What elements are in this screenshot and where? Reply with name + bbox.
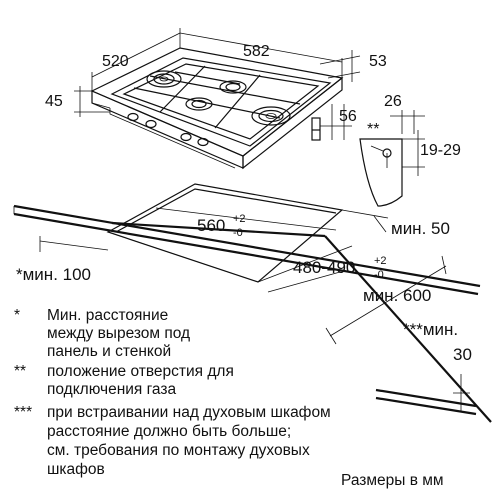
dim-min-50: мин. 50 <box>391 219 450 238</box>
legend-3-line-2: расстояние должно быть больше; <box>47 423 291 440</box>
countertop <box>13 204 492 423</box>
dim-520: 520 <box>102 53 129 70</box>
dim-19-29: 19-29 <box>420 142 461 159</box>
dim-45: 45 <box>45 93 63 110</box>
countertop-dimension-lines <box>39 207 477 416</box>
dim-min-30-label: ***мин. <box>403 320 458 339</box>
hob-dimension-lines <box>74 28 361 140</box>
burner-rear-right <box>219 80 247 94</box>
legend-1-marker: * <box>14 307 20 324</box>
dim-480-490-tol-minus: -0 <box>374 269 384 281</box>
gas-marker: ** <box>367 121 379 138</box>
legend-3-line-4: шкафов <box>47 461 105 478</box>
legend-3-line-3: см. требования по монтажу духовых <box>47 442 310 459</box>
control-knobs <box>127 112 209 147</box>
dim-560-tol-minus: -0 <box>233 227 243 239</box>
dim-560: 560 <box>197 216 225 235</box>
dim-56: 56 <box>339 108 357 125</box>
gas-connection-detail <box>359 110 425 207</box>
dim-582: 582 <box>243 43 270 60</box>
dim-480-490-tol-plus: +2 <box>374 255 387 267</box>
dim-480-490: 480-490 <box>293 258 355 277</box>
units-note: Размеры в мм <box>341 472 444 489</box>
legend: * Мин. расстояние между вырезом под пане… <box>14 307 331 478</box>
dim-26: 26 <box>384 93 402 110</box>
legend-3-line-1: при встраивании над духовым шкафом <box>47 404 331 421</box>
burner-wok-front-right <box>251 106 291 126</box>
dim-min-30-value: 30 <box>453 345 472 364</box>
pan-supports <box>110 57 332 147</box>
legend-1-line-3: панель и стенкой <box>47 343 171 360</box>
dim-min-100: *мин. 100 <box>16 265 91 284</box>
dim-53: 53 <box>369 53 387 70</box>
dim-560-tol-plus: +2 <box>233 213 246 225</box>
legend-2-line-2: подключения газа <box>47 381 176 398</box>
dim-min-600: мин. 600 <box>363 286 431 305</box>
legend-2-line-1: положение отверстия для <box>47 363 234 380</box>
gas-hob <box>90 47 344 170</box>
burner-large-left <box>146 70 182 88</box>
gas-connector <box>311 117 321 141</box>
legend-1-line-1: Мин. расстояние <box>47 307 168 324</box>
legend-3-marker: *** <box>14 404 32 421</box>
legend-1-line-2: между вырезом под <box>47 325 190 342</box>
legend-2-marker: ** <box>14 363 26 380</box>
burner-front-left <box>185 97 213 111</box>
